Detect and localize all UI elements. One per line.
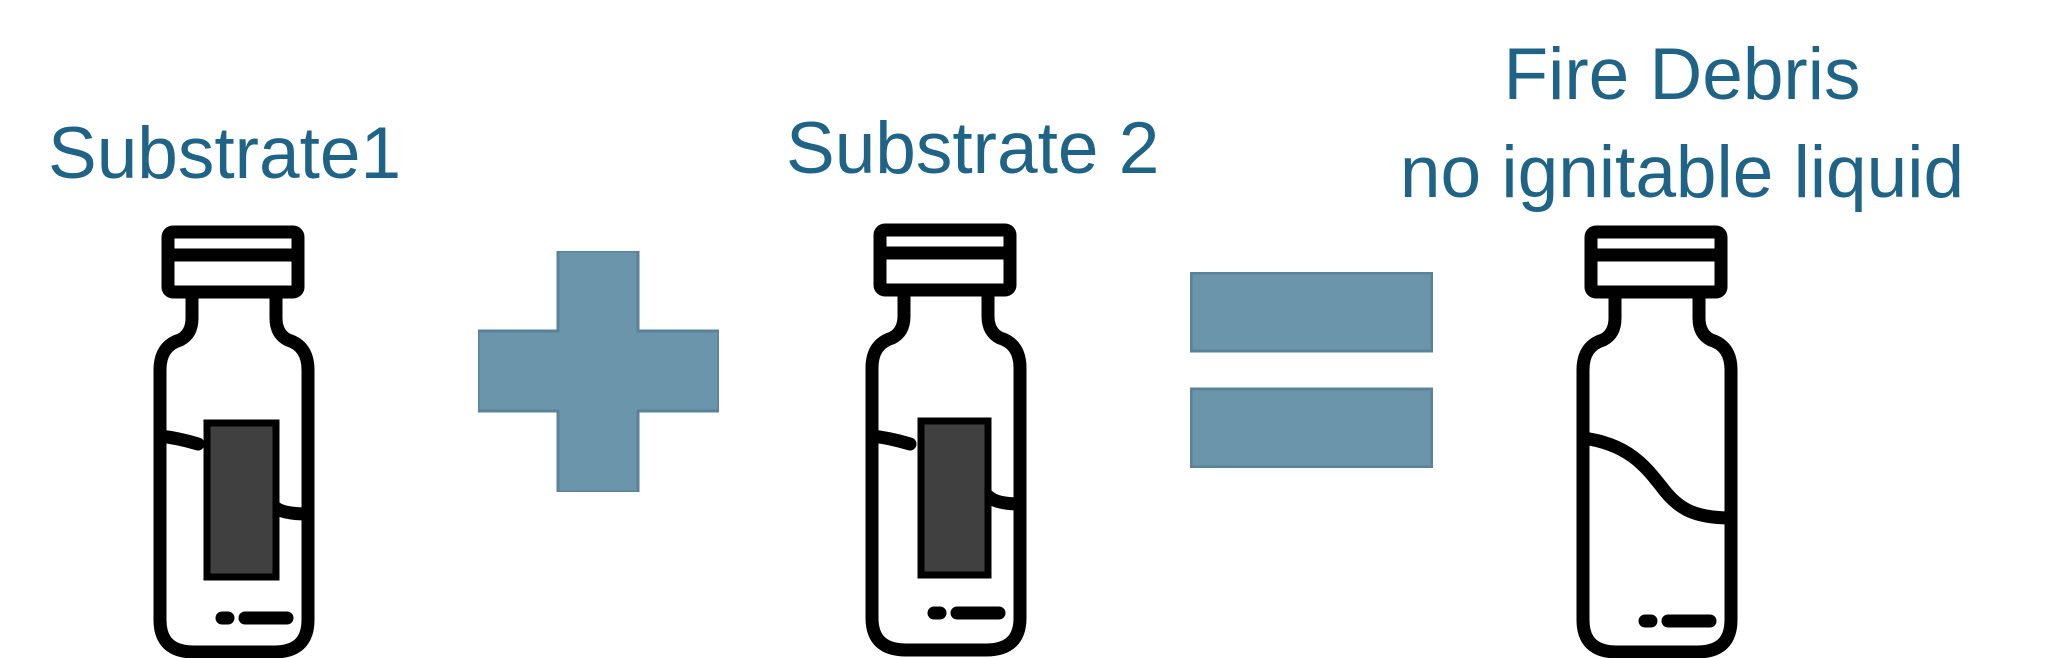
empty-vial-icon bbox=[1573, 225, 1763, 658]
plus-icon bbox=[476, 249, 721, 494]
substrate2-label: Substrate 2 bbox=[786, 108, 1160, 189]
vial-substrate1-icon bbox=[150, 225, 340, 658]
result-label-line1: Fire Debris bbox=[1503, 34, 1861, 115]
vial-substrate2-icon bbox=[862, 223, 1052, 657]
substrate1-label: Substrate1 bbox=[48, 113, 402, 194]
equals-icon bbox=[1189, 271, 1434, 469]
result-label-line2: no ignitable liquid bbox=[1399, 132, 1965, 213]
